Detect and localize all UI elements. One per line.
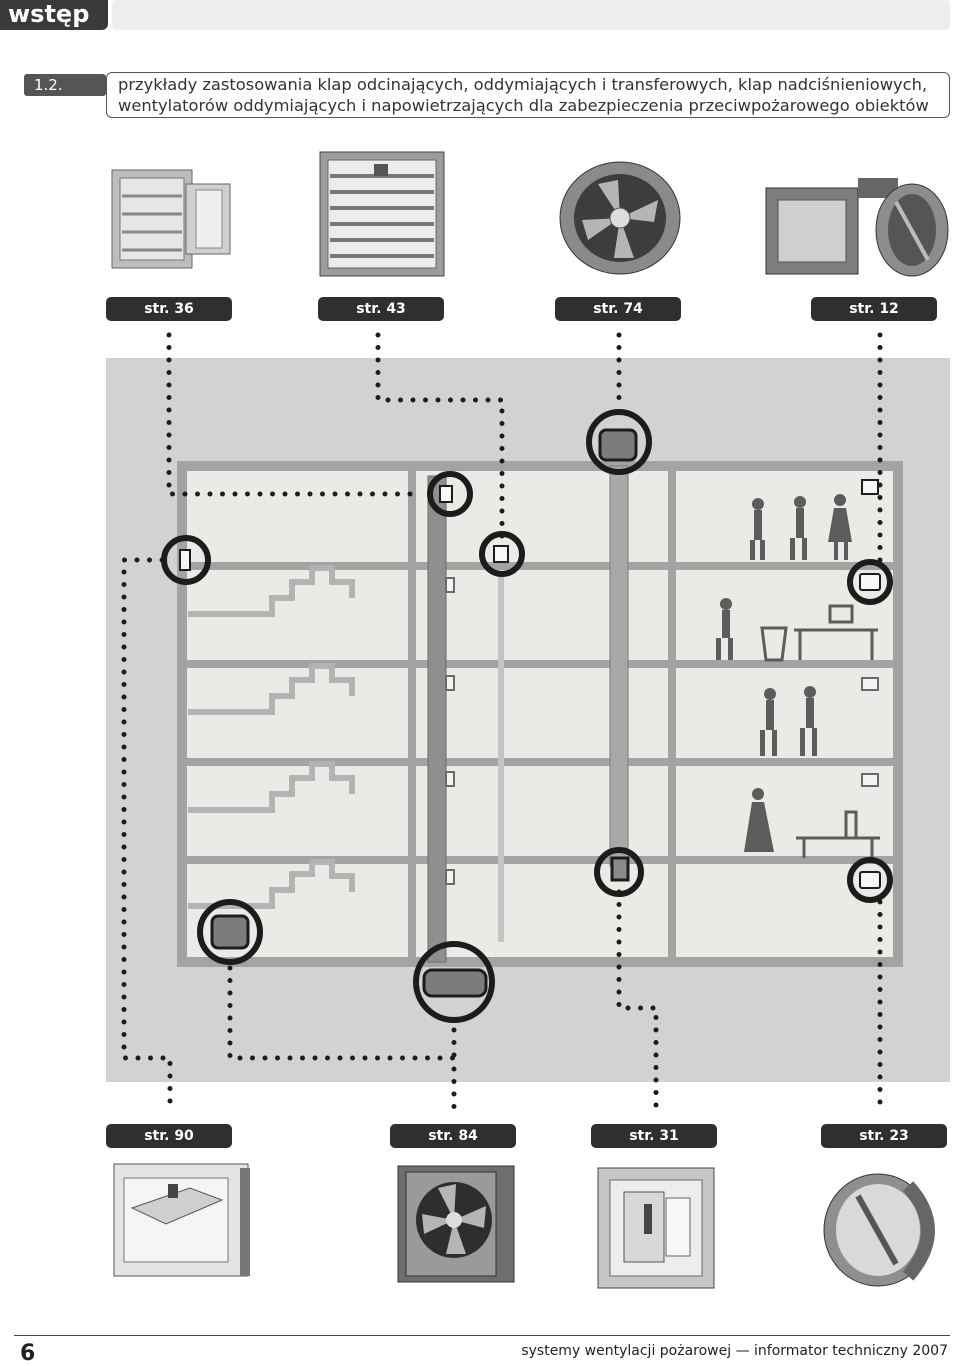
footer-rule — [14, 1335, 950, 1336]
ref-pill-str-23[interactable]: str. 23 — [821, 1124, 947, 1148]
building-shell — [177, 461, 903, 967]
overpressure-damper-icon — [113, 1163, 250, 1277]
section-number: 1.2. — [24, 74, 106, 96]
section-title-line-2: wentylatorów oddymiających i napowietrza… — [118, 96, 929, 115]
fire-damper-rectangular-icon — [111, 169, 231, 269]
people-figures — [716, 494, 852, 852]
section-title-frame — [106, 72, 950, 118]
duct-markers — [445, 577, 879, 885]
ref-pill-str-31[interactable]: str. 31 — [591, 1124, 717, 1148]
transfer-column — [498, 576, 504, 942]
ref-pill-str-84[interactable]: str. 84 — [390, 1124, 516, 1148]
round-damper-icon — [823, 1173, 935, 1287]
section-title: przykłady zastosowania klap odcinających… — [118, 74, 948, 116]
furniture — [760, 604, 880, 858]
device-symbols — [210, 428, 638, 998]
axial-fan-icon — [559, 161, 681, 275]
transfer-damper-icon — [597, 1167, 715, 1289]
ref-pill-str-36[interactable]: str. 36 — [106, 297, 232, 321]
device-symbols-light — [179, 479, 881, 889]
ref-pill-str-12[interactable]: str. 12 — [811, 297, 937, 321]
ref-pill-str-74[interactable]: str. 74 — [555, 297, 681, 321]
staircase — [188, 565, 355, 909]
shaft-right — [609, 465, 629, 867]
header-bar — [112, 0, 950, 30]
ref-pill-str-43[interactable]: str. 43 — [318, 297, 444, 321]
walls — [408, 470, 676, 958]
round-fire-damper-icon — [765, 178, 949, 277]
section-title-line-1: przykłady zastosowania klap odcinających… — [118, 75, 928, 94]
highlight-circles — [161, 409, 893, 1023]
floor-slabs — [186, 562, 894, 864]
box-fan-icon — [397, 1165, 515, 1283]
section-tag: wstęp — [0, 0, 108, 30]
smoke-damper-multiblade-icon — [319, 151, 445, 277]
page-number: 6 — [20, 1341, 36, 1366]
shaft-left — [427, 475, 447, 963]
publication-title: systemy wentylacji pożarowej — informato… — [521, 1343, 948, 1359]
leader-lines — [121, 332, 883, 1113]
ref-pill-str-90[interactable]: str. 90 — [106, 1124, 232, 1148]
